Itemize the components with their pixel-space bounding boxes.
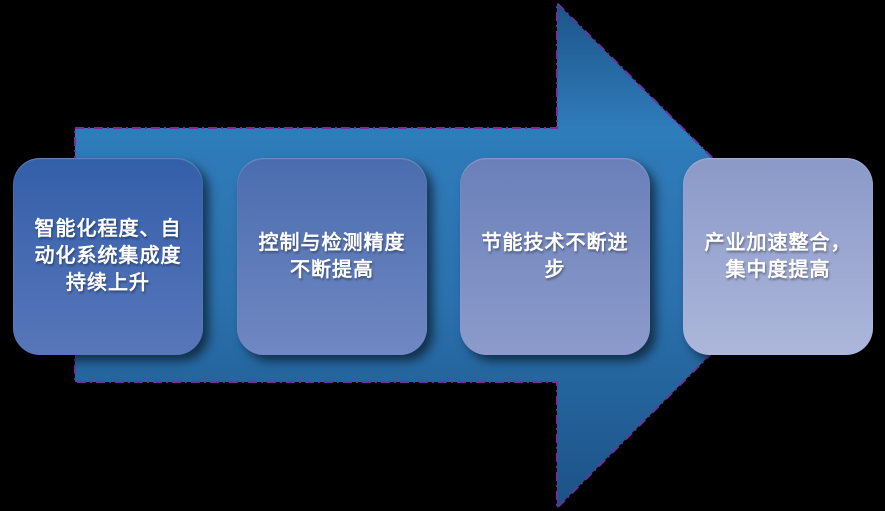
- step-box-2: 控制与检测精度 不断提高: [237, 158, 427, 355]
- step-box-4: 产业加速整合， 集中度提高: [683, 158, 873, 355]
- step-box-3: 节能技术不断进 步: [460, 158, 650, 355]
- step-box-1: 智能化程度、自 动化系统集成度 持续上升: [13, 158, 203, 355]
- right-arrow-polygon: [74, 0, 812, 511]
